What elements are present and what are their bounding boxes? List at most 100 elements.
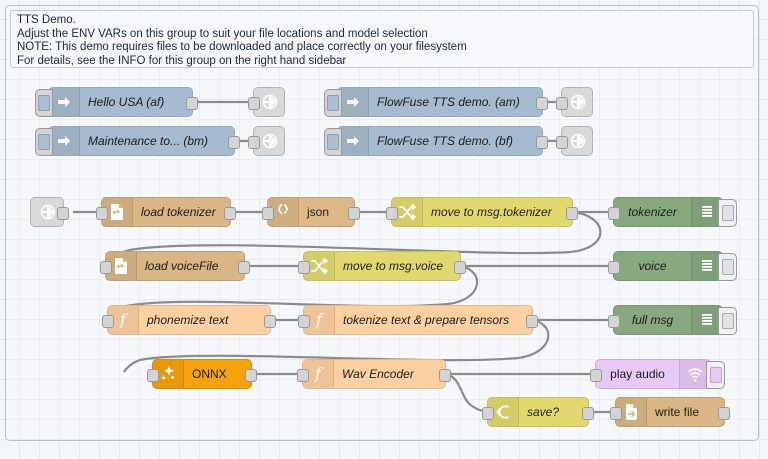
input-port[interactable] [96, 207, 108, 220]
debug-enable-toggle-button[interactable] [718, 199, 737, 227]
link-out-icon [254, 127, 286, 155]
input-port[interactable] [608, 207, 620, 220]
debug-lines-icon [691, 198, 722, 226]
file-in-node-load-voicefile[interactable]: load voiceFile [100, 251, 250, 281]
link-out-node-1[interactable] [248, 87, 286, 117]
debug-node-voice[interactable]: voice [608, 251, 737, 281]
file-in-node-load-tokenizer[interactable]: load tokenizer [96, 197, 236, 227]
link-out-node-2[interactable] [248, 126, 286, 156]
change-node-move-to-voice[interactable]: move to msg.voice [298, 251, 466, 281]
input-port[interactable] [610, 407, 622, 420]
debug-node-tokenizer[interactable]: tokenizer [608, 197, 737, 227]
output-port[interactable] [228, 136, 240, 149]
output-port[interactable] [566, 207, 578, 220]
node-label: voice [638, 259, 667, 273]
change-node-move-to-tokenizer[interactable]: move to msg.tokenizer [386, 197, 578, 227]
link-in-node[interactable] [30, 197, 69, 227]
audio-waves-icon [679, 360, 710, 388]
inject-trigger-button[interactable] [324, 89, 342, 117]
function-node-phonemize-text[interactable]: f phonemize text [102, 305, 276, 335]
node-label: load tokenizer [141, 205, 216, 219]
inject-node-flowfuse-am[interactable]: FlowFuse TTS demo. (am) [324, 87, 548, 117]
output-port[interactable] [57, 207, 69, 220]
input-port[interactable] [297, 369, 309, 382]
input-port[interactable] [298, 261, 310, 274]
output-port[interactable] [454, 261, 466, 274]
output-port[interactable] [536, 97, 548, 110]
debug-enable-toggle-button[interactable] [718, 253, 737, 281]
inject-node-label: FlowFuse TTS demo. (bf) [377, 134, 514, 148]
node-label: save? [527, 405, 560, 419]
svg-text:f: f [314, 365, 324, 383]
node-label: json [307, 205, 330, 219]
output-port[interactable] [536, 136, 548, 149]
inject-node-label: FlowFuse TTS demo. (am) [377, 95, 520, 109]
debug-lines-icon [691, 252, 722, 280]
onnx-node[interactable]: ONNX [147, 359, 257, 389]
node-label: move to msg.voice [343, 259, 444, 273]
input-port[interactable] [608, 261, 620, 274]
function-node-wav-encoder[interactable]: f Wav Encoder [297, 359, 451, 389]
node-label: ONNX [192, 367, 227, 381]
inject-node-hello-usa[interactable]: Hello USA (af) [35, 87, 198, 117]
node-label: move to msg.tokenizer [431, 205, 552, 219]
inject-node-maintenance[interactable]: Maintenance to... (bm) [35, 126, 240, 156]
node-label: tokenizer [628, 205, 677, 219]
input-port[interactable] [556, 136, 568, 149]
debug-node-full-msg[interactable]: full msg [608, 305, 737, 335]
output-port[interactable] [245, 369, 257, 382]
input-port[interactable] [298, 315, 310, 328]
switch-node-save[interactable]: save? [482, 397, 594, 427]
file-read-icon [106, 252, 137, 280]
input-port[interactable] [386, 207, 398, 220]
debug-lines-icon [691, 306, 722, 334]
output-port[interactable] [718, 407, 730, 420]
json-node[interactable]: json [262, 197, 360, 227]
output-port[interactable] [186, 97, 198, 110]
inject-trigger-button[interactable] [324, 128, 342, 156]
inject-trigger-button[interactable] [35, 89, 53, 117]
inject-trigger-button[interactable] [35, 128, 53, 156]
input-port[interactable] [102, 315, 114, 328]
output-port[interactable] [224, 207, 236, 220]
audio-out-node-play-audio[interactable]: play audio [590, 359, 725, 389]
input-port[interactable] [482, 407, 494, 420]
output-port[interactable] [439, 369, 451, 382]
input-port[interactable] [556, 97, 568, 110]
input-port[interactable] [590, 369, 602, 382]
input-port[interactable] [262, 207, 274, 220]
input-port[interactable] [100, 261, 112, 274]
link-in-icon [31, 198, 65, 226]
input-port[interactable] [248, 97, 260, 110]
node-label: play audio [610, 367, 665, 381]
debug-enable-toggle-button[interactable] [718, 307, 737, 335]
file-out-node-write-file[interactable]: write file [610, 397, 730, 427]
svg-text:f: f [119, 311, 129, 329]
inject-node-label: Maintenance to... (bm) [88, 134, 209, 148]
function-node-tokenize-prepare-tensors[interactable]: f tokenize text & prepare tensors [298, 305, 538, 335]
link-out-icon [562, 127, 594, 155]
inject-arrow-icon [338, 127, 369, 155]
inject-node-flowfuse-bf[interactable]: FlowFuse TTS demo. (bf) [324, 126, 548, 156]
input-port[interactable] [608, 315, 620, 328]
node-label: Wav Encoder [342, 367, 414, 381]
input-port[interactable] [248, 136, 260, 149]
inject-arrow-icon [49, 88, 80, 116]
link-out-icon [254, 88, 286, 116]
output-port[interactable] [264, 315, 276, 328]
inject-arrow-icon [49, 127, 80, 155]
output-port[interactable] [348, 207, 360, 220]
group-description-comment: TTS Demo. Adjust the ENV VARs on this gr… [10, 10, 754, 68]
node-label: load voiceFile [145, 259, 219, 273]
audio-enable-toggle-button[interactable] [706, 361, 725, 389]
link-out-node-3[interactable] [556, 87, 594, 117]
link-out-node-4[interactable] [556, 126, 594, 156]
output-port[interactable] [526, 315, 538, 328]
node-label: tokenize text & prepare tensors [343, 313, 510, 327]
link-out-icon [562, 88, 594, 116]
svg-text:f: f [315, 311, 325, 329]
output-port[interactable] [582, 407, 594, 420]
output-port[interactable] [238, 261, 250, 274]
input-port[interactable] [147, 369, 159, 382]
